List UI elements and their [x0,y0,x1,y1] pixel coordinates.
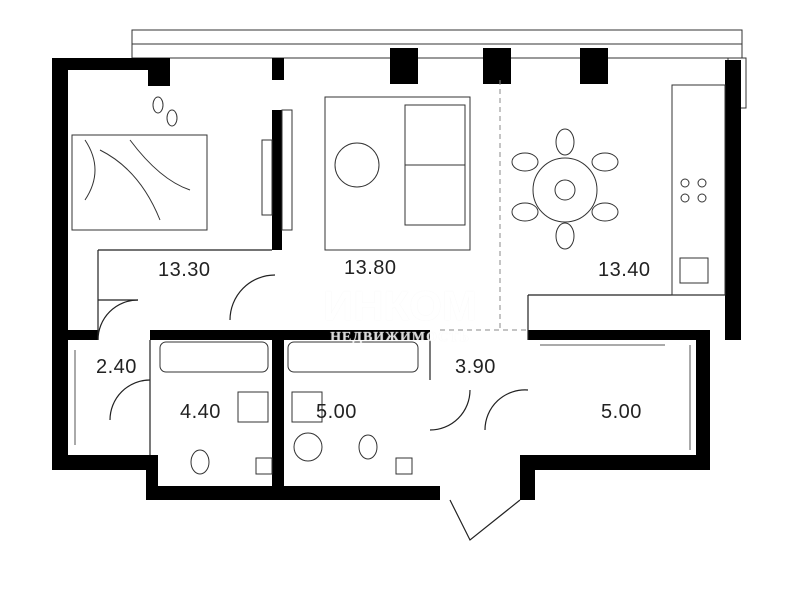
sofa-area [324,96,471,251]
room-area-living-room: 13.80 [344,257,397,279]
dining-table [511,128,619,250]
room-area-kitchen: 13.40 [598,259,651,281]
wardrobes [74,344,691,450]
slippers [152,96,178,127]
bathtubs [159,341,419,475]
room-area-bedroom: 13.30 [158,259,211,281]
watermark-brand: ИНКОМ [323,282,477,329]
room-area-bathroom-1: 4.40 [180,401,221,423]
watermark-subtitle: НЕДВИЖИМОСТЬ [330,330,470,345]
room-area-wardrobe: 5.00 [601,401,642,423]
room-area-hallway: 3.90 [455,356,496,378]
room-area-closet: 2.40 [96,356,137,378]
window-strip [131,29,747,109]
kitchen-counter [671,84,726,296]
tv-unit [261,109,293,231]
walls [52,48,741,500]
room-area-bathroom-2: 5.00 [316,401,357,423]
bed [71,134,208,231]
